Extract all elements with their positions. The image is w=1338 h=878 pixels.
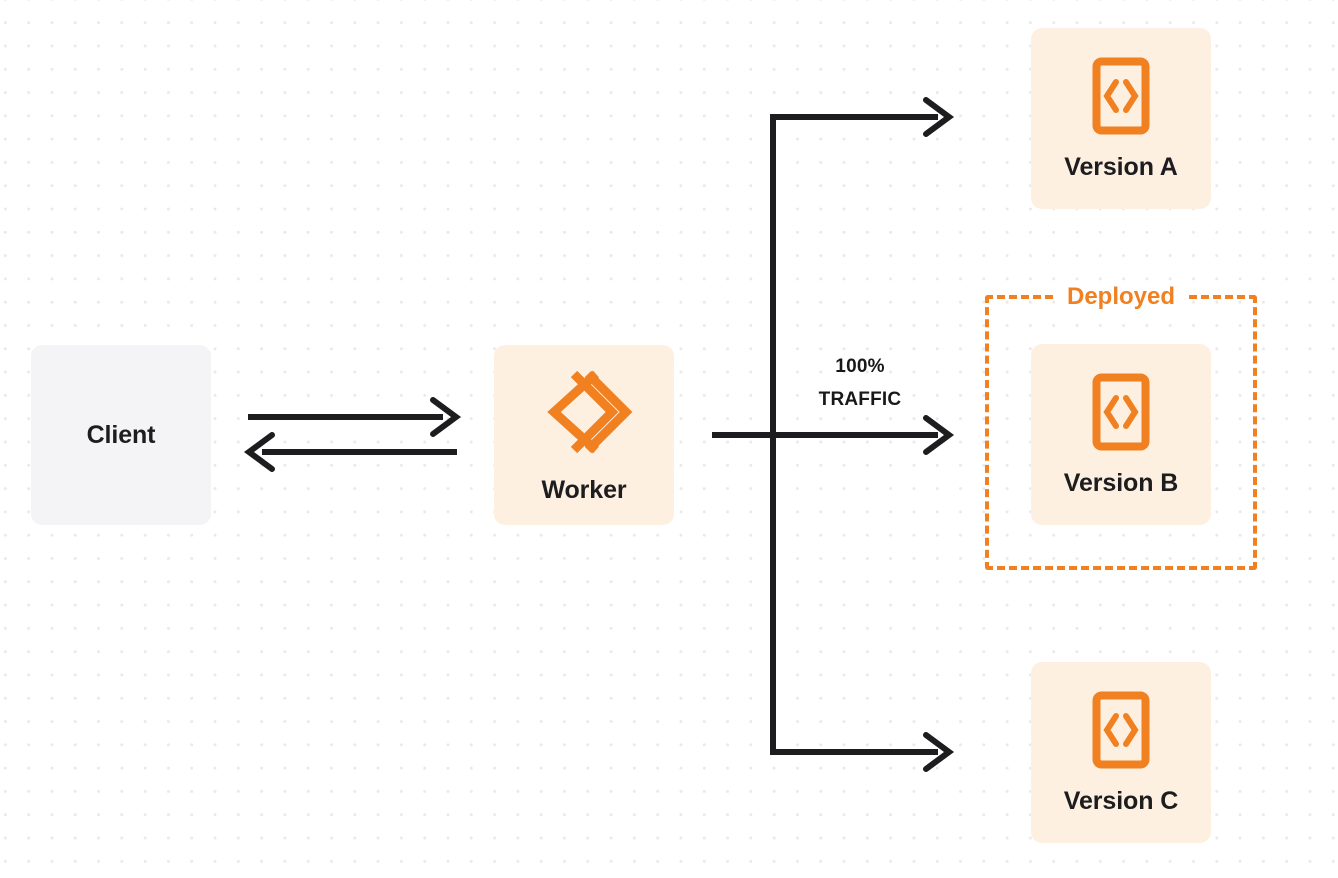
node-version-b-label: Version B xyxy=(1063,469,1179,497)
node-version-b[interactable]: Version B xyxy=(1031,344,1211,525)
edge-worker-to-version-c xyxy=(770,732,955,772)
edge-worker-to-version-b xyxy=(712,415,955,455)
edge-worker-to-client xyxy=(243,432,457,472)
traffic-percent: 100% xyxy=(835,356,885,377)
node-version-c[interactable]: Version C xyxy=(1031,662,1211,843)
node-version-c-label: Version C xyxy=(1063,787,1179,815)
code-file-icon xyxy=(1092,373,1150,451)
traffic-caption: TRAFFIC xyxy=(818,389,902,411)
node-version-a[interactable]: Version A xyxy=(1031,28,1211,209)
edge-client-to-worker xyxy=(248,397,462,437)
edge-worker-to-version-a xyxy=(770,97,955,137)
node-worker[interactable]: Worker xyxy=(494,345,674,525)
deployed-group-label: Deployed xyxy=(1055,285,1187,309)
node-client[interactable]: Client xyxy=(31,345,211,525)
code-file-icon xyxy=(1092,691,1150,769)
deployed-group: Deployed xyxy=(985,285,1257,570)
traffic-label: 100% TRAFFIC xyxy=(790,350,930,417)
code-file-icon xyxy=(1092,57,1150,135)
cloudflare-workers-icon xyxy=(536,368,633,456)
node-worker-label: Worker xyxy=(541,475,627,504)
node-version-a-label: Version A xyxy=(1064,153,1178,181)
node-client-label: Client xyxy=(86,420,156,449)
